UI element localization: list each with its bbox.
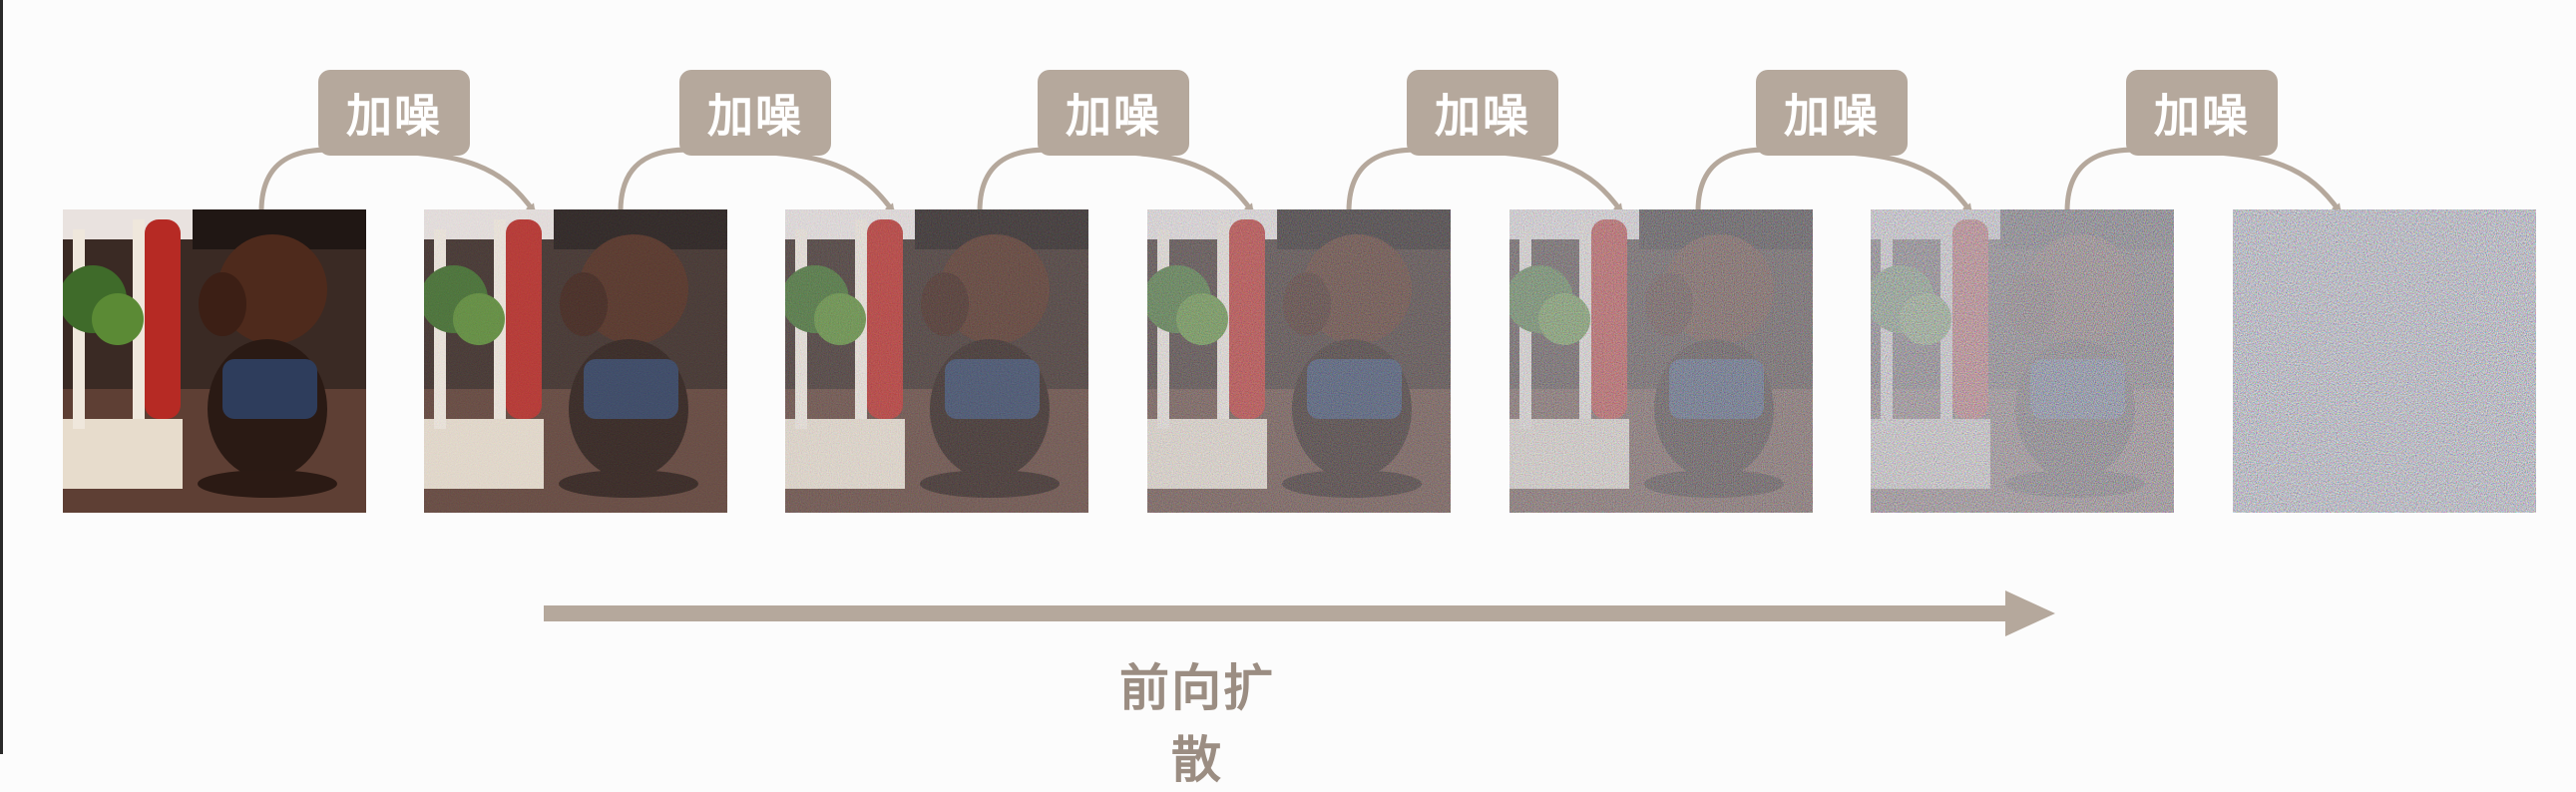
image-frame-6 (1871, 209, 2174, 513)
diffusion-diagram: 加噪 加噪 加噪 加噪 加噪 加噪 (63, 70, 2536, 789)
arc-3 (977, 147, 1255, 214)
noisy-image (785, 209, 1088, 513)
arc-6 (2064, 147, 2343, 214)
noise-overlay (1147, 209, 1451, 513)
image-frame-4 (1147, 209, 1451, 513)
noise-overlay (1509, 209, 1813, 513)
image-frame-7 (2233, 209, 2536, 513)
step-label-6: 加噪 (2126, 70, 2278, 156)
image-frame-5 (1509, 209, 1813, 513)
arc-2 (618, 147, 896, 214)
step-label-4: 加噪 (1407, 70, 1558, 156)
noisy-image (2233, 209, 2536, 513)
image-frame-3 (785, 209, 1088, 513)
noise-overlay (785, 209, 1088, 513)
connectors-layer (258, 147, 2343, 636)
noisy-image (424, 209, 727, 513)
direction-label: 前向扩散 (1119, 659, 1275, 789)
noisy-image (1871, 209, 2174, 513)
noise-overlay (2233, 209, 2536, 513)
noisy-image (1147, 209, 1451, 513)
noisy-image (1509, 209, 1813, 513)
step-label-1: 加噪 (318, 70, 470, 156)
step-label-2: 加噪 (679, 70, 831, 156)
arc-4 (1346, 147, 1624, 214)
arc-5 (1695, 147, 1973, 214)
scene (63, 209, 366, 513)
noise-overlay (1871, 209, 2174, 513)
arc-1 (258, 147, 537, 214)
image-frame-1 (63, 209, 366, 513)
noise-overlay (424, 209, 727, 513)
noisy-image (63, 209, 366, 513)
step-label-5: 加噪 (1756, 70, 1908, 156)
image-frame-2 (424, 209, 727, 513)
forward-arrow-head (2005, 591, 2055, 636)
forward-arrow-shaft (544, 605, 2010, 621)
left-border (0, 0, 3, 754)
step-label-3: 加噪 (1038, 70, 1189, 156)
